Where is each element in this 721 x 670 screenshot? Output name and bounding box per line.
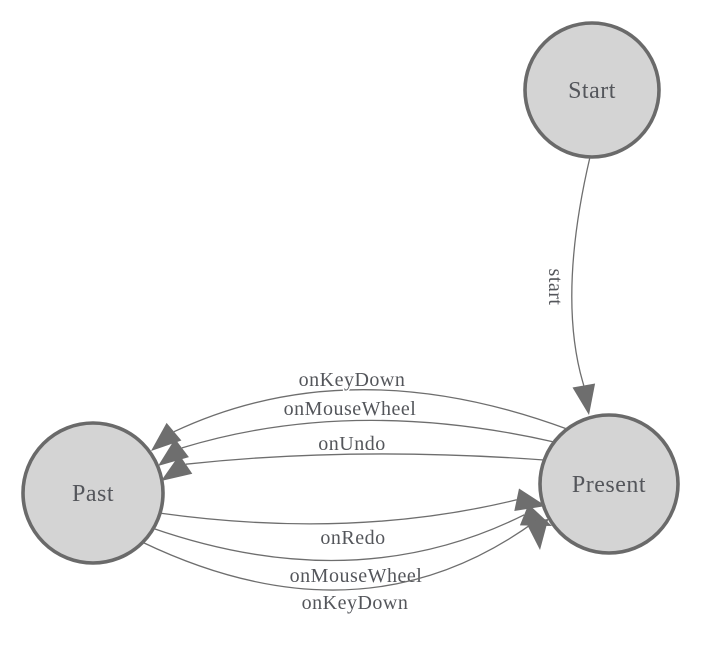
edge-past-to-present-onKeyDown-path[interactable] <box>141 519 538 591</box>
edge-past-to-present-onMouseWheel-path[interactable] <box>151 514 525 562</box>
edge-present-to-past-onKeyDown-label: onKeyDown <box>299 369 406 391</box>
edge-past-to-present-onMouseWheel: onMouseWheel <box>151 504 552 589</box>
edge-start-to-present-path[interactable] <box>571 156 591 386</box>
edge-present-to-past-onUndo-arrowhead <box>161 454 193 481</box>
edge-present-to-past-onMouseWheel: onMouseWheel <box>158 397 555 466</box>
node-start-circle[interactable] <box>523 21 661 159</box>
edge-present-to-past-onUndo: onUndo <box>161 432 545 481</box>
edge-present-to-past-onMouseWheel-path[interactable] <box>181 419 555 449</box>
node-present: Present <box>538 413 680 555</box>
edge-start-to-present-arrowhead <box>572 383 596 415</box>
edge-present-to-past-onMouseWheel-label: onMouseWheel <box>284 398 417 420</box>
edge-present-to-past-onKeyDown-path[interactable] <box>173 389 568 433</box>
edge-past-to-present-onKeyDown-label: onKeyDown <box>302 592 409 614</box>
edge-past-to-present-onKeyDown-arrowhead <box>525 519 549 550</box>
edge-past-to-present-onRedo-label: onRedo <box>320 527 385 549</box>
edge-past-to-present-onRedo-path[interactable] <box>158 499 517 525</box>
node-start-label: Start <box>568 78 616 104</box>
node-present-circle[interactable] <box>538 413 680 555</box>
edge-present-to-past-onKeyDown-arrowhead <box>151 422 182 451</box>
edge-start-to-present: start <box>543 156 596 415</box>
edge-past-to-present-onKeyDown: onKeyDown <box>141 519 549 616</box>
edge-past-to-present-onMouseWheel-label: onMouseWheel <box>290 565 423 587</box>
edge-past-to-present-onRedo: onRedo <box>158 488 546 551</box>
edge-past-to-present-onRedo-arrowhead <box>514 488 546 511</box>
node-start: Start <box>523 21 661 159</box>
edge-present-to-past-onKeyDown: onKeyDown <box>151 368 568 451</box>
node-past-label: Past <box>72 481 114 507</box>
edge-present-to-past-onUndo-path[interactable] <box>185 453 545 465</box>
edge-present-to-past-onUndo-label: onUndo <box>318 433 385 455</box>
node-past-circle[interactable] <box>21 421 165 565</box>
edge-start-to-present-label: start <box>544 269 566 306</box>
node-past: Past <box>21 421 165 565</box>
node-present-label: Present <box>572 472 646 498</box>
